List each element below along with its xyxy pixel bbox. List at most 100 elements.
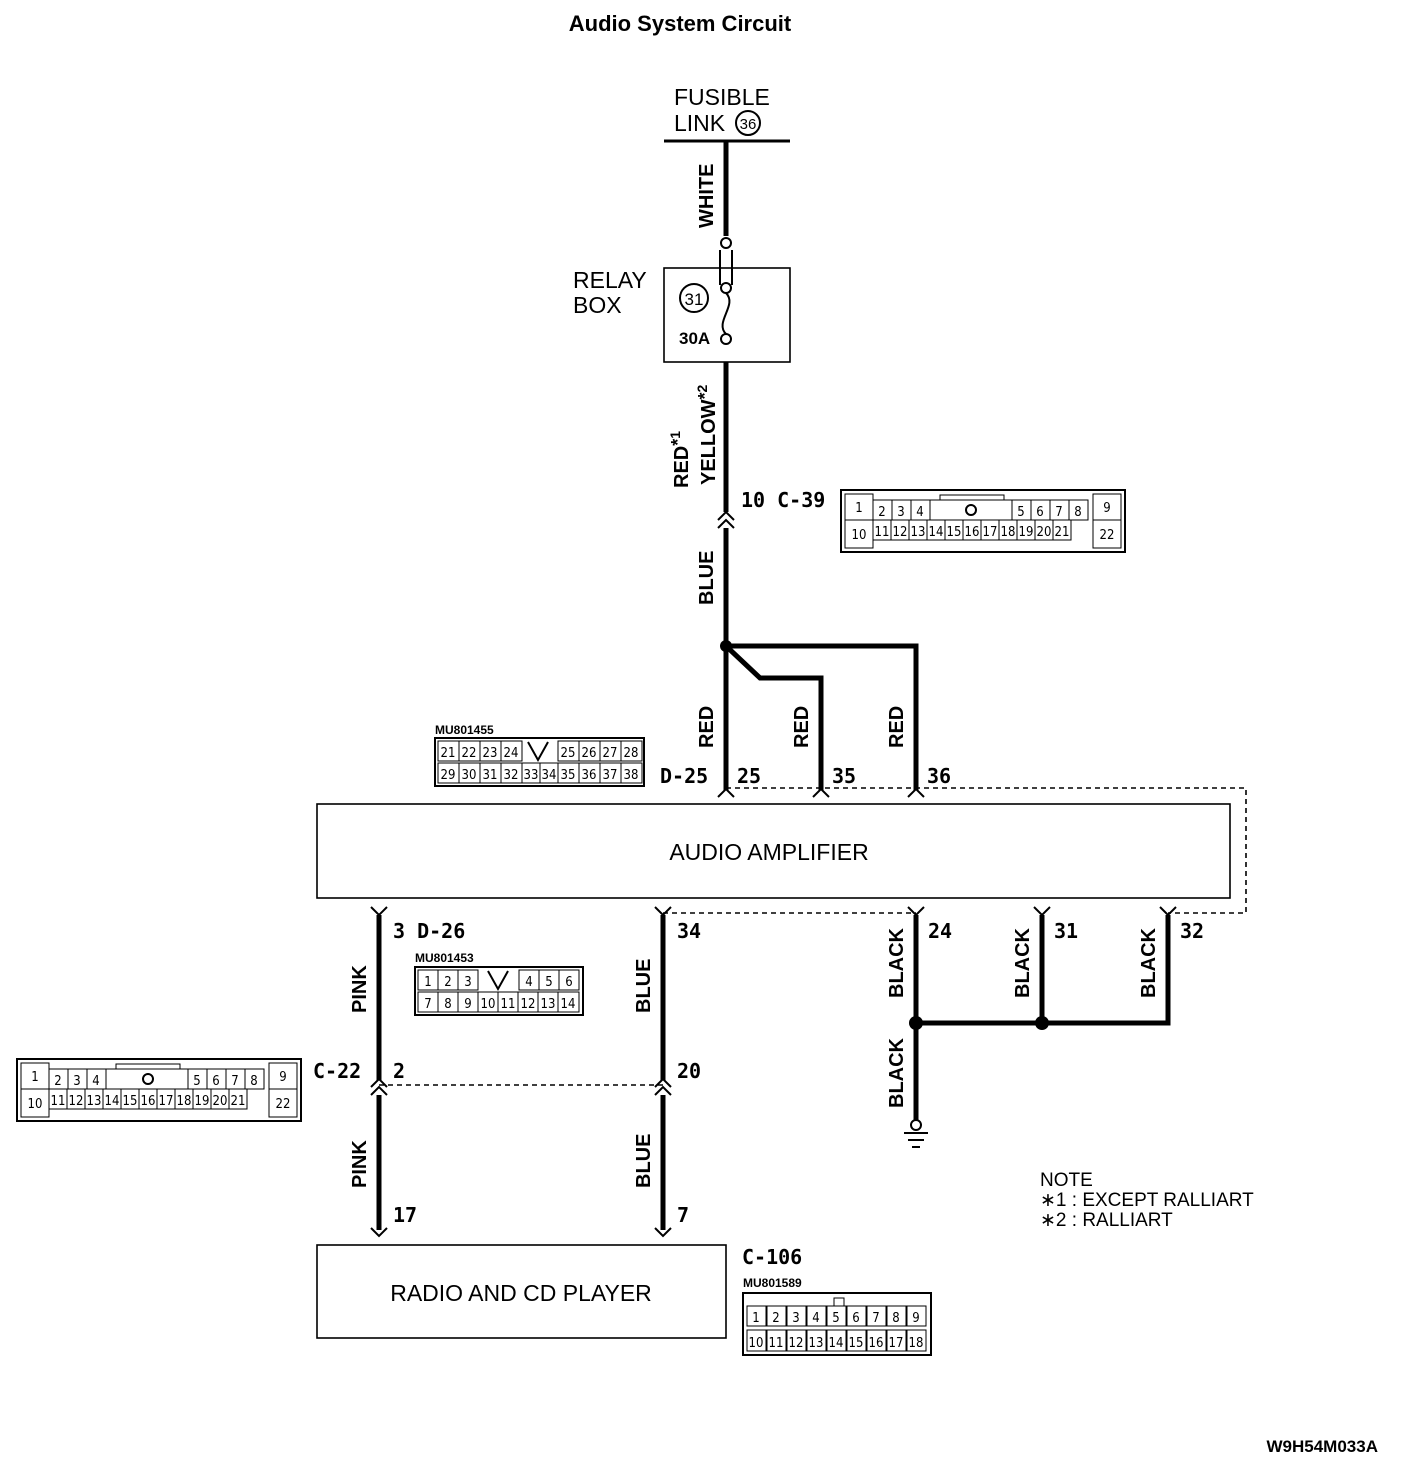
svg-text:14: 14 <box>105 1094 120 1109</box>
c106-connector-face: 1 2 3 4 5 6 7 8 9 10 11 12 13 14 15 16 1… <box>742 1292 932 1356</box>
svg-text:5: 5 <box>1017 505 1024 520</box>
pin-17: 17 <box>393 1203 417 1227</box>
svg-text:29: 29 <box>441 768 456 783</box>
svg-text:10: 10 <box>749 1336 764 1351</box>
svg-text:21: 21 <box>1055 525 1070 540</box>
svg-text:19: 19 <box>1019 525 1034 540</box>
c106-label: C-106 <box>742 1245 802 1269</box>
d26-label: 3 D-26 <box>393 919 465 943</box>
svg-text:6: 6 <box>852 1311 859 1326</box>
svg-text:4: 4 <box>916 505 923 520</box>
pin-36: 36 <box>927 764 951 788</box>
svg-text:7: 7 <box>872 1311 879 1326</box>
svg-text:13: 13 <box>911 525 926 540</box>
svg-text:20: 20 <box>213 1094 228 1109</box>
c39-connector-mark <box>717 510 735 529</box>
svg-text:10: 10 <box>852 528 867 543</box>
svg-text:1: 1 <box>855 501 862 516</box>
c22-pin20-mark <box>654 1077 672 1096</box>
pin-32: 32 <box>1180 919 1204 943</box>
svg-text:11: 11 <box>769 1336 784 1351</box>
svg-text:16: 16 <box>141 1094 156 1109</box>
pin-20: 20 <box>677 1059 701 1083</box>
svg-text:19: 19 <box>195 1094 210 1109</box>
svg-text:13: 13 <box>87 1094 102 1109</box>
svg-text:3: 3 <box>897 505 904 520</box>
svg-text:3: 3 <box>464 975 471 990</box>
svg-text:18: 18 <box>1001 525 1016 540</box>
svg-text:17: 17 <box>159 1094 174 1109</box>
svg-text:5: 5 <box>193 1074 200 1089</box>
svg-text:12: 12 <box>893 525 908 540</box>
fusible-link: FUSIBLE LINK 36 <box>664 84 790 143</box>
pin-34: 34 <box>677 919 701 943</box>
svg-text:11: 11 <box>51 1094 66 1109</box>
svg-text:14: 14 <box>929 525 944 540</box>
svg-text:17: 17 <box>983 525 998 540</box>
audio-amplifier-label: AUDIO AMPLIFIER <box>669 839 868 865</box>
svg-text:12: 12 <box>69 1094 84 1109</box>
d25-pin25-mark <box>717 787 735 798</box>
svg-text:8: 8 <box>444 997 451 1012</box>
audio-amplifier <box>316 803 1231 899</box>
d25-pin36-mark <box>907 787 925 798</box>
svg-text:18: 18 <box>177 1094 192 1109</box>
wire-label-pink-lower: PINK <box>349 1140 371 1188</box>
svg-text:20: 20 <box>1037 525 1052 540</box>
d26-connector-face: 1 2 3 4 5 6 7 8 9 10 11 12 13 14 <box>414 966 584 1016</box>
wire-label-pink-upper: PINK <box>349 965 371 1013</box>
d25-pin35-mark <box>812 787 830 798</box>
svg-text:7: 7 <box>1055 505 1062 520</box>
c22-pin2-mark <box>370 1077 388 1096</box>
c22-connector-face: 1 2 3 4 5 6 7 8 9 10 11 12 13 14 15 16 1… <box>16 1058 302 1122</box>
svg-text:9: 9 <box>912 1311 919 1326</box>
svg-text:34: 34 <box>542 768 557 783</box>
svg-text:21: 21 <box>231 1094 246 1109</box>
svg-text:6: 6 <box>565 975 572 990</box>
svg-text:10: 10 <box>481 997 496 1012</box>
d25-connector-face: 21 22 23 24 25 26 27 28 29 30 31 32 33 3… <box>434 737 645 787</box>
svg-text:37: 37 <box>603 768 618 783</box>
svg-text:15: 15 <box>123 1094 138 1109</box>
svg-text:6: 6 <box>1036 505 1043 520</box>
svg-text:1: 1 <box>31 1070 38 1085</box>
fusible-link-number: 36 <box>740 116 757 133</box>
fusible-link-label-2: LINK <box>674 110 726 136</box>
svg-text:28: 28 <box>624 746 639 761</box>
svg-text:5: 5 <box>545 975 552 990</box>
svg-text:12: 12 <box>789 1336 804 1351</box>
d25-part-number: MU801455 <box>435 723 494 737</box>
d26-pin3-mark <box>370 906 388 917</box>
svg-text:9: 9 <box>279 1070 286 1085</box>
wire-label-blue-lower: BLUE <box>633 1134 655 1188</box>
svg-text:2: 2 <box>54 1074 61 1089</box>
svg-text:3: 3 <box>792 1311 799 1326</box>
c22-label: C-22 <box>313 1059 361 1083</box>
fuse-number-circle <box>679 283 709 313</box>
svg-text:13: 13 <box>809 1336 824 1351</box>
svg-text:2: 2 <box>878 505 885 520</box>
svg-text:7: 7 <box>231 1074 238 1089</box>
fuse-number: 31 <box>685 290 704 309</box>
wire-label-black-32: BLACK <box>1138 927 1160 998</box>
c106-pin17-mark <box>370 1227 388 1238</box>
pin-31: 31 <box>1054 919 1078 943</box>
wire-label-white: WHITE <box>696 164 718 228</box>
svg-text:9: 9 <box>464 997 471 1012</box>
svg-text:6: 6 <box>212 1074 219 1089</box>
svg-text:24: 24 <box>504 746 519 761</box>
svg-text:16: 16 <box>869 1336 884 1351</box>
svg-text:23: 23 <box>483 746 498 761</box>
c39-connector-face: 1 2 3 4 5 6 7 8 9 10 11 12 13 14 15 16 1… <box>840 489 1126 553</box>
svg-text:22: 22 <box>1100 528 1115 543</box>
relay-box-label-2: BOX <box>573 292 622 318</box>
svg-text:8: 8 <box>892 1311 899 1326</box>
red-wire-36 <box>726 643 919 790</box>
wire-label-red-35: RED <box>791 706 813 748</box>
svg-text:1: 1 <box>752 1311 759 1326</box>
svg-text:13: 13 <box>541 997 556 1012</box>
d26-part-number: MU801453 <box>415 951 474 965</box>
svg-text:2: 2 <box>772 1311 779 1326</box>
svg-text:30: 30 <box>462 768 477 783</box>
